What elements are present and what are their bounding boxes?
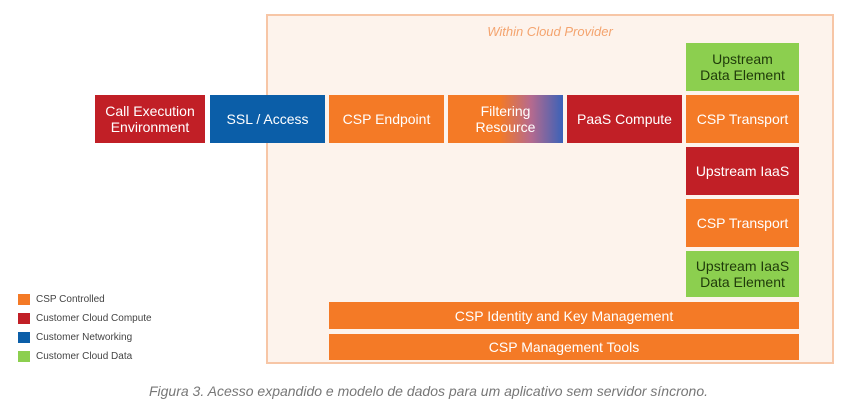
figure-caption: Figura 3. Acesso expandido e modelo de d…: [148, 383, 708, 399]
legend-label: Customer Networking: [36, 332, 133, 343]
legend-item: Customer Cloud Data: [18, 347, 152, 366]
legend-swatch: [18, 313, 30, 324]
ssl-access-box: SSL / Access: [210, 95, 325, 143]
upstream-data-element-box: Upstream Data Element: [686, 43, 799, 91]
csp-transport-box-1: CSP Transport: [686, 95, 799, 143]
filtering-resource-box: Filtering Resource: [448, 95, 563, 143]
call-execution-environment-box: Call Execution Environment: [95, 95, 205, 143]
legend-swatch: [18, 332, 30, 343]
csp-management-tools-bar: CSP Management Tools: [329, 334, 799, 360]
legend-item: Customer Cloud Compute: [18, 309, 152, 328]
upstream-iaas-data-element-box: Upstream IaaS Data Element: [686, 251, 799, 297]
legend-item: CSP Controlled: [18, 290, 152, 309]
region-label: Within Cloud Provider: [487, 24, 613, 39]
paas-compute-box: PaaS Compute: [567, 95, 682, 143]
csp-transport-box-2: CSP Transport: [686, 199, 799, 247]
legend-label: Customer Cloud Data: [36, 351, 133, 362]
legend-item: Customer Networking: [18, 328, 152, 347]
upstream-iaas-box: Upstream IaaS: [686, 147, 799, 195]
legend-swatch: [18, 351, 30, 362]
csp-endpoint-box: CSP Endpoint: [329, 95, 444, 143]
legend-swatch: [18, 294, 30, 305]
legend-label: Customer Cloud Compute: [36, 313, 152, 324]
legend-label: CSP Controlled: [36, 294, 105, 305]
legend: CSP Controlled Customer Cloud Compute Cu…: [18, 290, 152, 366]
csp-identity-key-management-bar: CSP Identity and Key Management: [329, 302, 799, 329]
